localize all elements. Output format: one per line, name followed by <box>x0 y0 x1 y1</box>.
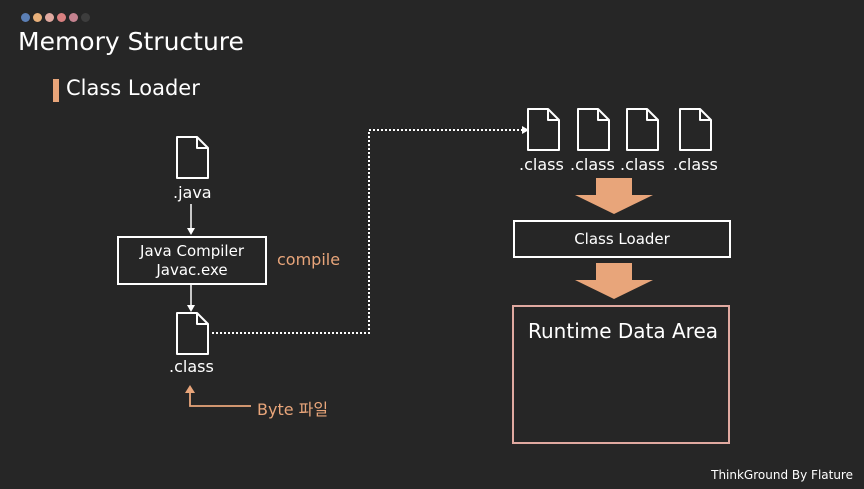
class-file-label: .class <box>169 357 214 376</box>
runtime-data-area-box: Runtime Data Area <box>512 305 730 444</box>
window-dots <box>21 13 90 22</box>
java-file-icon <box>176 136 209 179</box>
class-file-icon-1 <box>527 108 560 151</box>
section-accent-bar <box>53 79 59 102</box>
class-file-icon-2 <box>577 108 610 151</box>
runtime-data-area-label: Runtime Data Area <box>528 319 719 343</box>
dot-1 <box>21 13 30 22</box>
compiler-line-1: Java Compiler <box>140 241 244 260</box>
class-file-label-1: .class <box>519 155 564 174</box>
dot-3 <box>45 13 54 22</box>
dotted-connector <box>212 126 529 334</box>
class-loader-label: Class Loader <box>574 229 670 248</box>
byte-file-label: Byte 파일 <box>257 400 329 419</box>
dot-6 <box>81 13 90 22</box>
dot-4 <box>57 13 66 22</box>
class-file-label-2: .class <box>570 155 615 174</box>
compiler-line-2: Javac.exe <box>156 260 228 279</box>
byte-file-arrow <box>185 385 251 407</box>
down-arrow-to-loader <box>575 178 653 214</box>
class-file-icon-3 <box>626 108 659 151</box>
class-file-icon <box>176 312 209 355</box>
section-title: Class Loader <box>66 76 200 100</box>
down-arrow-to-runtime <box>575 263 653 299</box>
arrow-compiler-to-class <box>187 285 195 312</box>
page-title: Memory Structure <box>18 27 244 56</box>
dot-2 <box>33 13 42 22</box>
class-file-icon-4 <box>679 108 712 151</box>
arrow-java-to-compiler <box>187 204 195 235</box>
class-loader-box: Class Loader <box>513 220 731 258</box>
class-file-label-3: .class <box>620 155 665 174</box>
java-file-label: .java <box>173 183 212 202</box>
footer-credit: ThinkGround By Flature <box>711 468 853 482</box>
class-file-label-4: .class <box>673 155 718 174</box>
java-compiler-box: Java Compiler Javac.exe <box>117 236 267 285</box>
compile-label: compile <box>277 250 341 269</box>
dot-5 <box>69 13 78 22</box>
